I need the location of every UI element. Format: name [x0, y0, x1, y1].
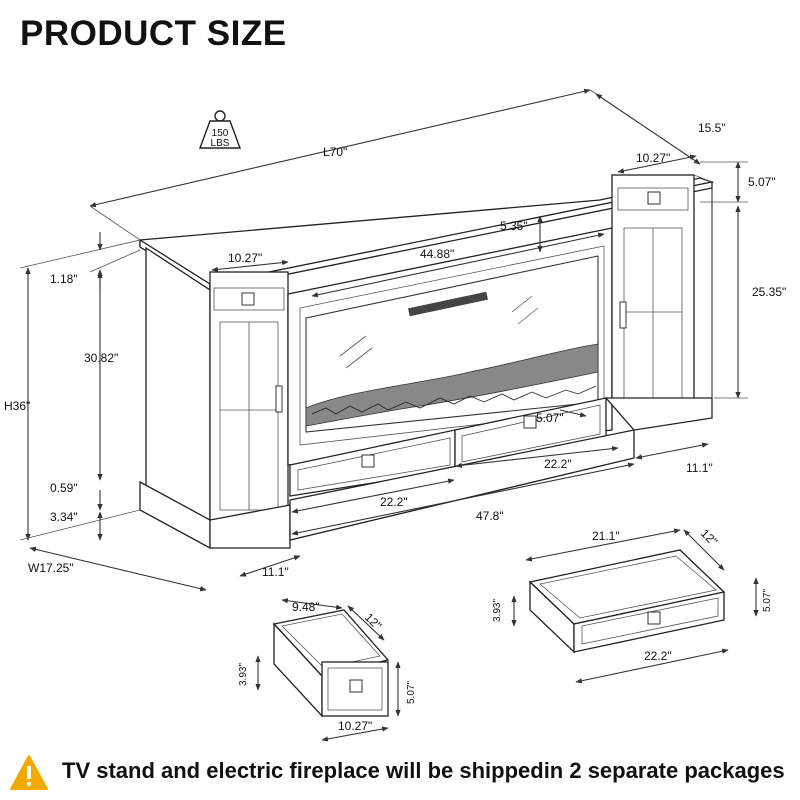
small-drawer-inner-height: 3.93" — [238, 663, 249, 686]
dim-total-depth: W17.25" — [28, 561, 74, 575]
shipping-notice: TV stand and electric fireplace will be … — [10, 752, 800, 794]
dim-center-drawer-width-left: 22.2" — [380, 495, 408, 509]
dim-side-depth-left: 11.1" — [262, 565, 289, 579]
page-title: PRODUCT SIZE — [20, 14, 287, 53]
large-drawer-depth: 12" — [698, 526, 720, 548]
dim-base-height: 3.34" — [50, 510, 78, 524]
large-drawer-drawing — [511, 528, 759, 684]
dim-top-thickness: 1.18" — [50, 272, 78, 286]
dim-side-depth-right: 11.1" — [686, 461, 713, 475]
large-drawer-front-width: 22.2" — [644, 649, 672, 663]
weight-icon: 150 LBS — [198, 110, 242, 149]
small-drawer-front-height: 5.07" — [406, 681, 417, 704]
dim-total-height: H36" — [4, 399, 30, 413]
small-drawer-front-width: 10.27" — [338, 719, 372, 733]
dim-center-width: 47.8" — [476, 509, 504, 523]
dimension-labels: L70" 15.5" 10.27" 5.07" 25.35" 5.35" 44.… — [4, 121, 786, 733]
dim-side-drawer-height-right: 5.07" — [748, 175, 776, 189]
large-drawer-front-height: 5.07" — [762, 589, 773, 612]
dim-side-drawer-width-left: 10.27" — [228, 251, 262, 265]
dim-center-drawer-height: 5.07" — [536, 411, 564, 425]
large-drawer-inner-height: 3.93" — [492, 599, 503, 622]
large-drawer-top-width: 21.1" — [592, 529, 620, 543]
warning-icon — [10, 755, 48, 790]
small-drawer-top-width: 9.48" — [292, 600, 320, 614]
dim-body-height: 30.82" — [84, 351, 118, 365]
dimension-lines — [19, 88, 748, 592]
tv-stand-drawing — [139, 174, 715, 550]
dim-base-gap: 0.59" — [50, 481, 78, 495]
weight-value: 150 — [212, 128, 229, 139]
dim-depth-top: 15.5" — [698, 121, 726, 135]
dim-fireplace-width: 44.88" — [420, 247, 454, 261]
dim-side-cabinet-height: 25.35" — [752, 285, 786, 299]
dim-center-drawer-width-right: 22.2" — [544, 457, 572, 471]
small-drawer-drawing — [255, 598, 401, 742]
dim-length: L70" — [323, 145, 347, 159]
weight-unit: LBS — [211, 138, 230, 149]
small-drawer-depth: 12" — [362, 610, 384, 632]
dim-side-drawer-width-right: 10.27" — [636, 151, 670, 165]
dim-fireplace-gap: 5.35" — [500, 219, 528, 233]
shipping-notice-text: TV stand and electric fireplace will be … — [62, 758, 785, 783]
